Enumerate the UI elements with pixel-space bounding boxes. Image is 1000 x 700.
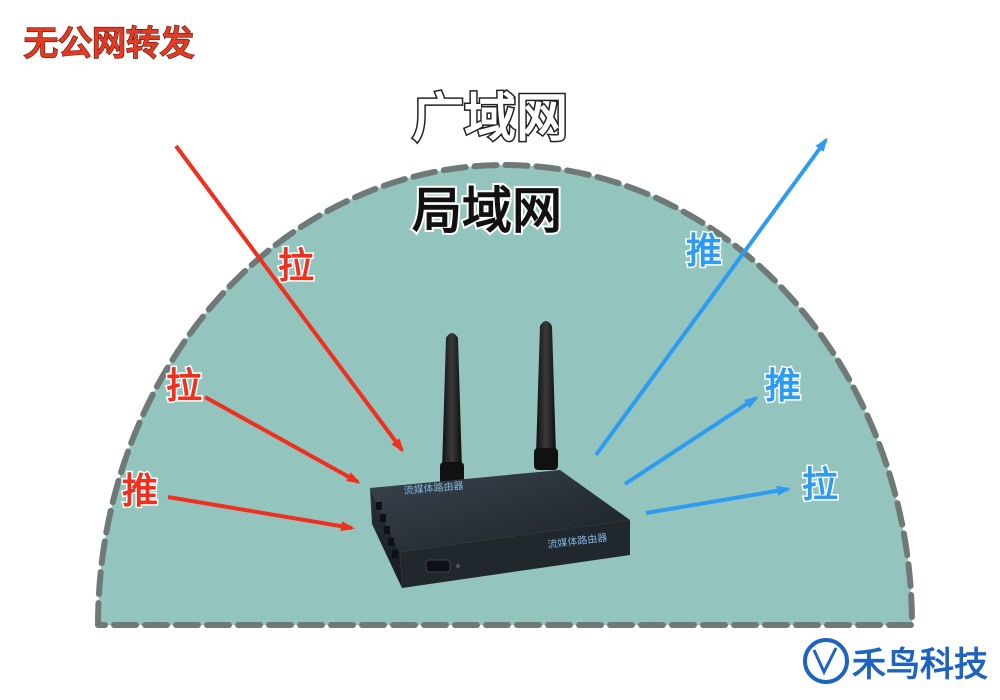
lan-border: [95, 162, 916, 628]
left-arrow-2-label: 拉: [166, 366, 202, 407]
router-side-face: [370, 488, 402, 588]
bird-logo-icon: [803, 638, 849, 684]
power-port: [425, 559, 451, 573]
right-arrow-2: [623, 396, 759, 486]
right-arrow-3-label: 拉: [802, 465, 838, 506]
port-1: [376, 502, 382, 510]
page-title: 无公网转发: [24, 24, 194, 64]
lan-zone: [98, 165, 912, 625]
port-2: [380, 514, 386, 522]
antenna-right-base: [534, 448, 558, 470]
antenna-left-base: [440, 462, 464, 484]
router-device: 流媒体路由器 流媒体路由器: [370, 321, 630, 588]
power-led: [456, 564, 460, 568]
port-4: [388, 538, 394, 546]
router-front-face: [400, 520, 630, 588]
right-arrow-3: [645, 485, 791, 515]
left-arrow-2: [204, 395, 361, 484]
wan-label: 广域网: [412, 89, 568, 149]
left-arrow-3-label: 推: [122, 471, 158, 512]
bird-logo-mark: [812, 647, 838, 676]
left-arrow-1: [174, 144, 404, 453]
lan-label: 局域网: [412, 182, 562, 240]
logo-text: 禾鸟科技: [852, 645, 988, 685]
right-arrow-1-label: 推: [686, 231, 722, 272]
left-arrow-3: [167, 495, 355, 532]
brand-logo: 禾鸟科技: [803, 638, 988, 685]
port-5: [392, 550, 398, 558]
antenna-right: [536, 321, 556, 455]
right-arrow-1: [594, 137, 828, 457]
antenna-left: [442, 333, 462, 470]
router-top-face: [370, 470, 630, 552]
port-3: [384, 526, 390, 534]
right-arrow-2-label: 推: [765, 366, 801, 407]
left-arrow-1-label: 拉: [278, 246, 314, 287]
